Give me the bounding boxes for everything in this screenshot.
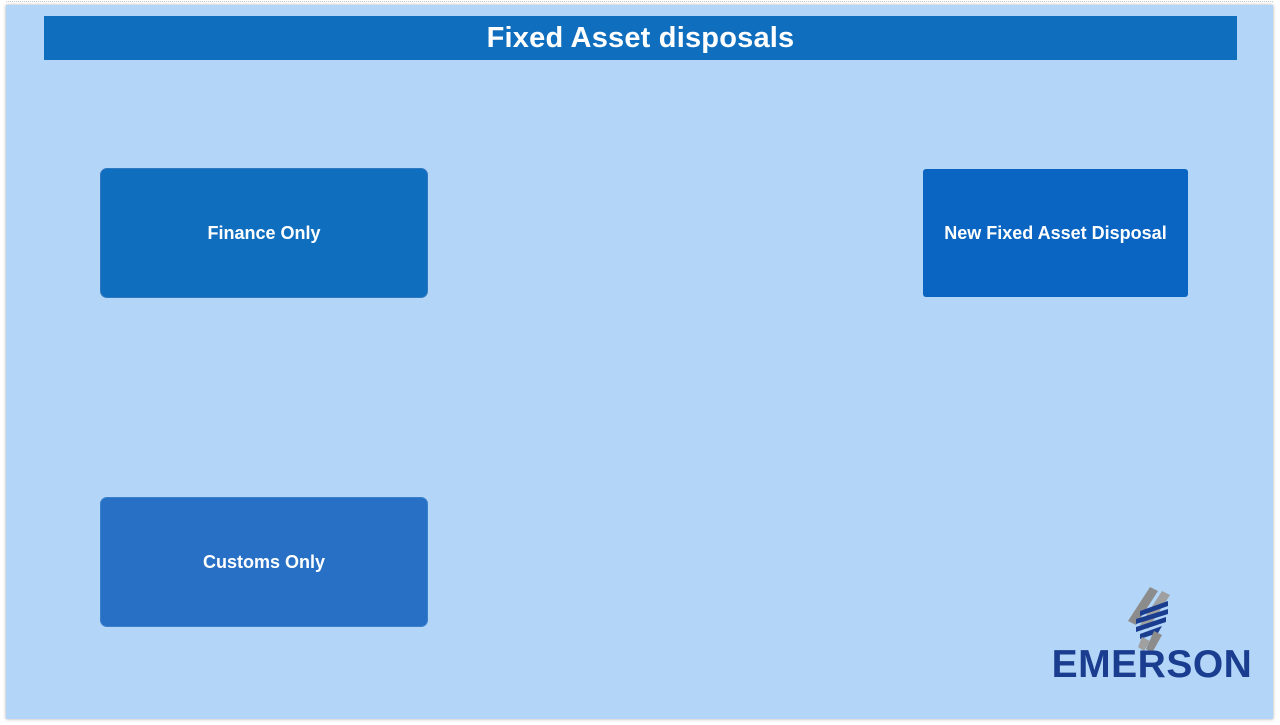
finance-only-button[interactable]: Finance Only — [100, 168, 428, 298]
customs-only-button[interactable]: Customs Only — [100, 497, 428, 627]
page-top-border — [6, 1, 1273, 2]
emerson-logo-text: EMERSON — [1051, 643, 1253, 686]
emerson-logo-icon — [1128, 587, 1170, 653]
emerson-logo: EMERSON — [1042, 587, 1262, 687]
page-title: Fixed Asset disposals — [44, 16, 1237, 60]
new-fixed-asset-disposal-button[interactable]: New Fixed Asset Disposal — [923, 169, 1188, 297]
app-canvas: Fixed Asset disposals Finance Only Custo… — [6, 5, 1273, 719]
